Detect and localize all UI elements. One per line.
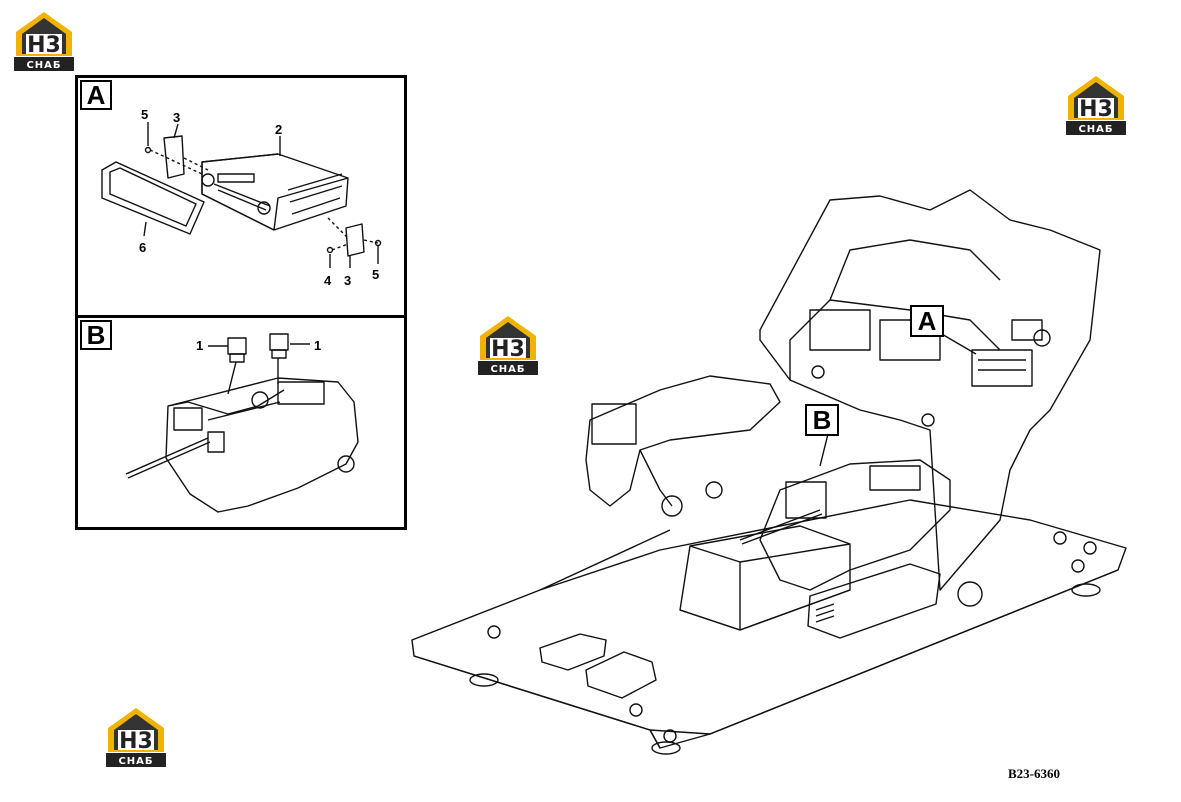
snab-logo-top-left: H3 СНАБ [12, 10, 76, 72]
svg-text:СНАБ: СНАБ [26, 60, 61, 71]
svg-text:H3: H3 [27, 33, 61, 58]
svg-text:H3: H3 [1079, 97, 1113, 122]
callout-5-screw-right: 5 [372, 267, 380, 282]
callout-1-switch-right: 1 [314, 338, 322, 353]
detail-panel-b: B 1 1 [75, 315, 407, 530]
svg-text:СНАБ: СНАБ [1078, 124, 1113, 135]
snab-logo-bottom-left: H3 СНАБ [104, 706, 168, 768]
detail-panel-a: A 5 3 [75, 75, 407, 318]
callout-3-bracket: 3 [173, 110, 181, 125]
callout-2-radio: 2 [275, 122, 283, 137]
operator-platform-drawing [411, 189, 1127, 755]
svg-text:H3: H3 [119, 729, 153, 754]
drawing-number: B23-6360 [1008, 766, 1060, 781]
callout-3-bracket-right: 3 [344, 273, 352, 288]
house-logo-icon: H3 СНАБ [1066, 76, 1126, 135]
svg-text:СНАБ: СНАБ [490, 364, 525, 375]
snab-logo-top-right: H3 СНАБ [1064, 74, 1128, 136]
snab-logo-middle: H3 СНАБ [476, 314, 540, 376]
radio-exploded-drawing [101, 122, 382, 268]
house-logo-icon: H3 СНАБ [478, 316, 538, 375]
house-logo-icon: H3 СНАБ [106, 708, 166, 767]
detail-label-a: A [910, 305, 944, 337]
callout-4-screw: 4 [324, 273, 332, 288]
detail-label-b: B [805, 404, 839, 436]
panel-b-letter: B [80, 320, 112, 350]
callout-6-bezel: 6 [139, 240, 147, 255]
house-logo-icon: H3 СНАБ [14, 12, 74, 71]
callout-5-screw: 5 [141, 107, 149, 122]
callout-1-switch-left: 1 [196, 338, 204, 353]
svg-text:СНАБ: СНАБ [118, 756, 153, 767]
panel-a-letter: A [80, 80, 112, 110]
switch-console-drawing [125, 333, 359, 513]
svg-text:H3: H3 [491, 337, 525, 362]
